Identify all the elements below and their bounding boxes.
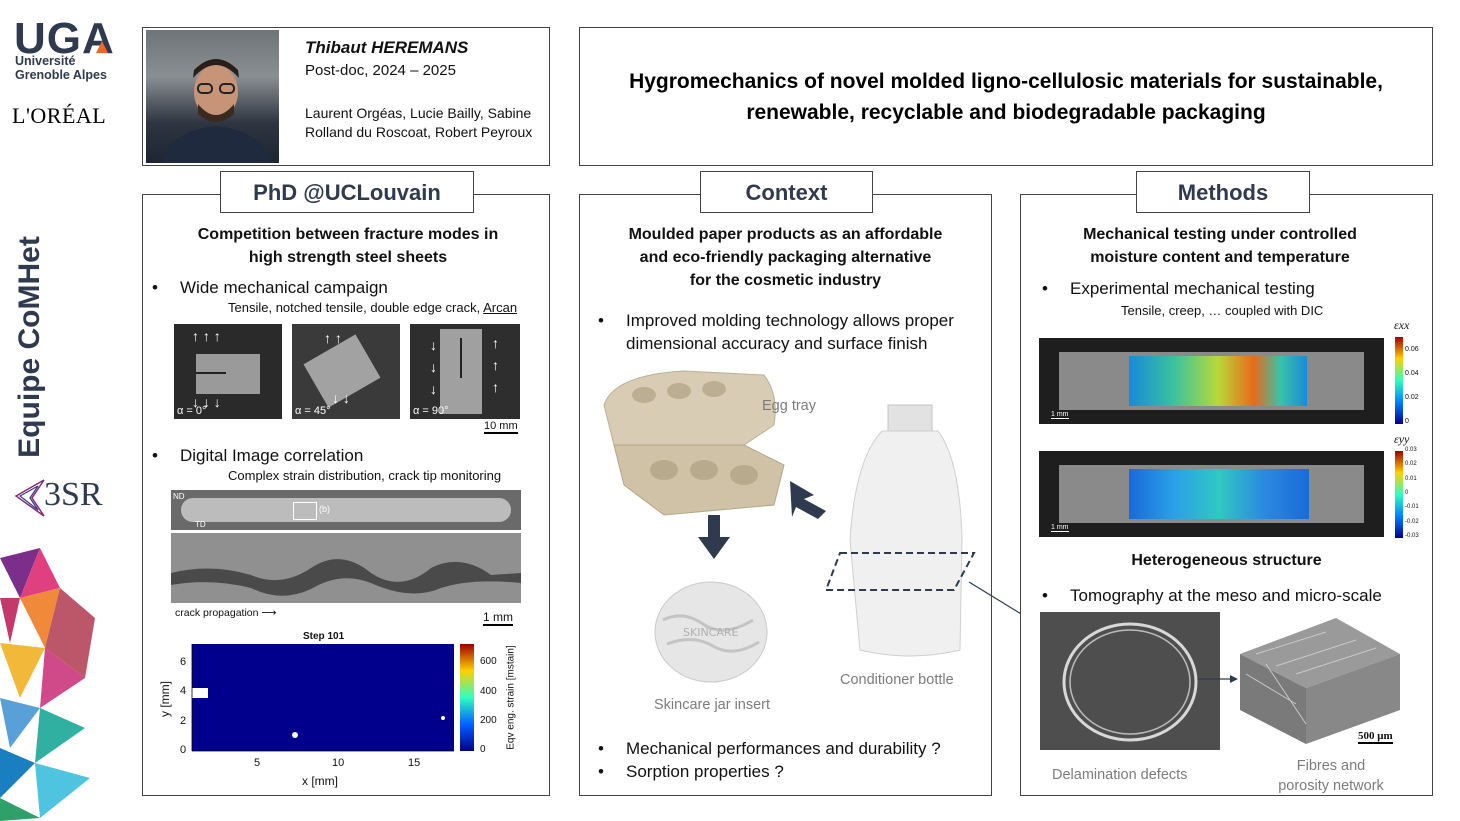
dic-crack-image xyxy=(171,533,521,603)
uga-triangle-icon xyxy=(96,41,108,53)
phd-campaign-sub: Tensile, notched tensile, double edge cr… xyxy=(228,300,518,315)
methods-tab: Methods xyxy=(1136,171,1310,213)
3sr-mark-icon xyxy=(14,479,45,517)
delamination-image xyxy=(1040,612,1220,750)
eyy-label: εyy xyxy=(1394,432,1410,446)
scale-10mm: 10 mm xyxy=(484,420,518,434)
heterogeneous-heading: Heterogeneous structure xyxy=(1131,552,1322,569)
context-tab: Context xyxy=(700,171,873,213)
eyy-tick-m001: -0.01 xyxy=(1405,504,1419,510)
xtick-15: 15 xyxy=(408,757,421,769)
crack-propagation-label: crack propagation ⟶ xyxy=(175,607,277,619)
eyy-colorbar xyxy=(1395,451,1403,538)
eyy-tick-0: 0 xyxy=(1405,490,1409,496)
dic-eyy-map: 1 mm xyxy=(1039,451,1384,537)
xtick-5: 5 xyxy=(254,757,261,769)
phd-dic-sub: Complex strain distribution, crack tip m… xyxy=(228,468,502,483)
strain-xlabel: x [mm] xyxy=(302,774,338,788)
strain-plot-title: Step 101 xyxy=(303,631,345,642)
methods-testing-sub: Tensile, creep, … coupled with DIC xyxy=(1121,303,1324,318)
exx-colorbar xyxy=(1395,337,1403,424)
specimen-90deg: ↑↑↑ ↓↓↓ α = 90° xyxy=(410,324,520,419)
ctick-200: 200 xyxy=(480,715,497,726)
xtick-10: 10 xyxy=(332,757,345,769)
tomo-arrow xyxy=(1198,675,1238,683)
profile-position: Post-doc, 2024 – 2025 xyxy=(305,62,456,79)
ctick-400: 400 xyxy=(480,686,497,697)
decorative-polygons xyxy=(0,548,95,821)
conditioner-bottle-image xyxy=(824,404,976,657)
svg-text:SKINCARE: SKINCARE xyxy=(683,626,739,639)
phd-heading: Competition between fracture modes in hi… xyxy=(197,226,499,266)
exx-tick-004: 0.04 xyxy=(1405,370,1419,377)
exx-tick-006: 0.06 xyxy=(1405,346,1419,353)
ctick-0: 0 xyxy=(480,744,486,755)
eyy-tick-m003: -0.03 xyxy=(1405,533,1419,539)
skincare-jar-image: SKINCARE xyxy=(654,581,768,683)
uga-subtitle: Université Grenoble Alpes xyxy=(15,54,107,82)
ytick-2: 2 xyxy=(180,715,187,727)
profile-supervisors: Laurent Orgéas, Lucie Bailly, Sabine Rol… xyxy=(305,105,533,140)
poster-title: Hygromechanics of novel molded ligno-cel… xyxy=(629,70,1383,124)
title-box xyxy=(579,27,1433,166)
eyy-tick-001: 0.01 xyxy=(1405,476,1417,482)
exx-tick-0: 0 xyxy=(1405,418,1409,425)
3sr-logo: 3SR xyxy=(14,474,103,522)
arcan-link[interactable]: Arcan xyxy=(483,300,518,315)
flow-arrows xyxy=(698,481,826,559)
scale-500um: 500 μm xyxy=(1358,730,1393,744)
eyy-tick-002: 0.02 xyxy=(1405,461,1417,467)
specimen-0deg: ↑ ↑ ↑ ↓ ↓ ↓ α = 0° xyxy=(174,324,282,419)
strain-cbar-label: Eqv eng. strain [mstain] xyxy=(505,645,517,750)
dic-strip-image: (b) ND TD xyxy=(171,490,521,530)
eyy-tick-003: 0.03 xyxy=(1405,447,1417,453)
specimen-45deg: ↑ ↑ ↓ ↓ α = 45° xyxy=(292,324,400,419)
scale-1mm: 1 mm xyxy=(483,610,513,626)
exx-label: εxx xyxy=(1394,318,1410,332)
fibres-label: Fibres and porosity network xyxy=(1278,758,1384,794)
phd-tab: PhD @UCLouvain xyxy=(220,171,474,213)
dic-exx-map: 1 mm xyxy=(1039,338,1384,424)
ytick-6: 6 xyxy=(180,656,187,668)
ctick-600: 600 xyxy=(480,656,497,667)
strain-ylabel: y [mm] xyxy=(158,681,172,717)
strain-map-plot xyxy=(191,644,474,752)
fibres-network-image xyxy=(1240,618,1400,744)
egg-tray-image xyxy=(603,370,785,516)
eyy-tick-m002: -0.02 xyxy=(1405,519,1419,525)
context-heading: Moulded paper products as an affordable … xyxy=(628,226,943,289)
profile-name: Thibaut HEREMANS xyxy=(305,38,469,57)
uga-logo: UGA xyxy=(14,14,115,63)
loreal-logo: L'ORÉAL xyxy=(12,103,107,128)
exx-tick-002: 0.02 xyxy=(1405,394,1419,401)
egg-tray-label: Egg tray xyxy=(762,398,816,414)
ytick-0: 0 xyxy=(180,744,187,756)
team-name: Equipe CoMHet xyxy=(13,236,46,458)
profile-photo xyxy=(146,30,279,163)
person-silhouette xyxy=(161,59,271,163)
ytick-4: 4 xyxy=(180,685,187,697)
conditioner-bottle-label: Conditioner bottle xyxy=(840,672,954,688)
methods-heading: Mechanical testing under controlled mois… xyxy=(1083,226,1357,266)
skincare-jar-label: Skincare jar insert xyxy=(654,697,771,713)
delamination-label: Delamination defects xyxy=(1052,767,1188,783)
